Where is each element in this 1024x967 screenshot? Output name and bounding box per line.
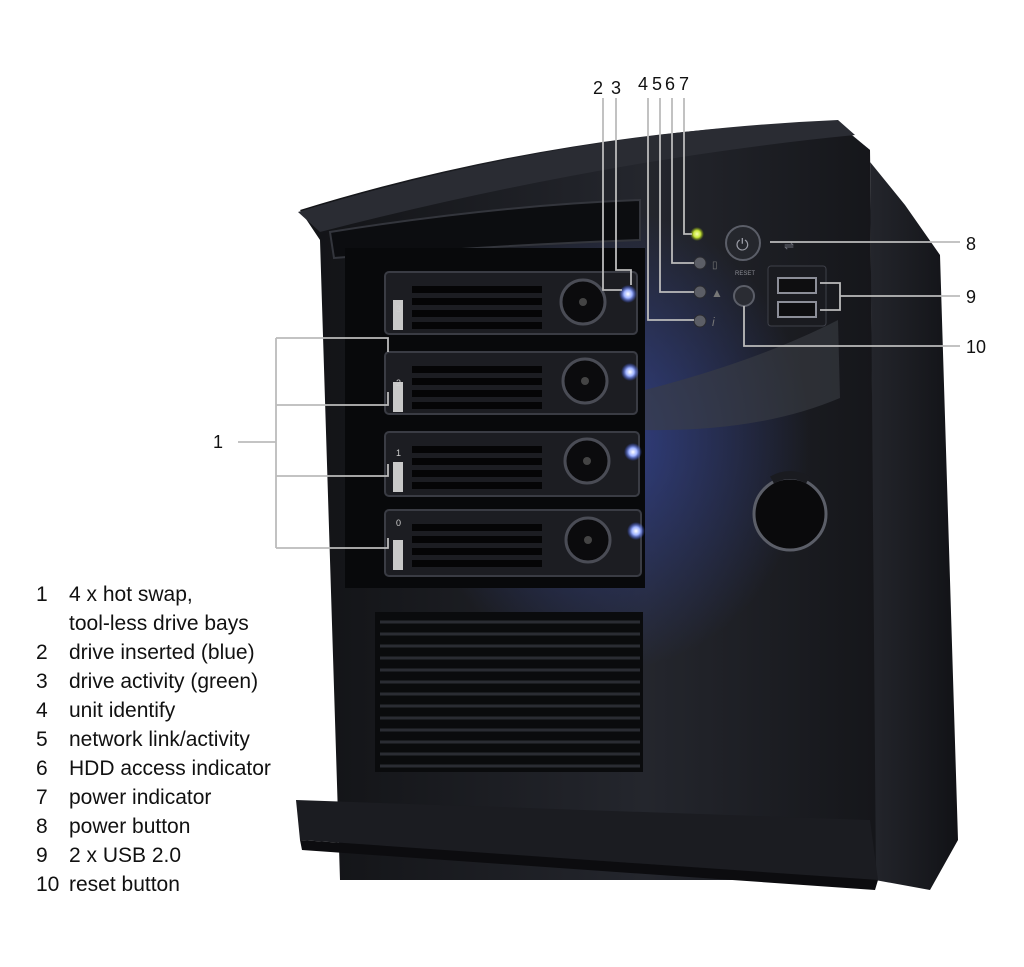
legend-text: unit identify <box>69 699 176 722</box>
legend-row: 2 drive inserted (blue) <box>36 641 336 670</box>
legend-text: drive activity (green) <box>69 670 259 693</box>
chassis-top-lip <box>298 120 855 232</box>
usb-port-2[interactable] <box>777 301 817 318</box>
usb-port-1[interactable] <box>777 277 817 294</box>
legend-row: 3 drive activity (green) <box>36 670 336 699</box>
callout-9: 9 <box>966 287 977 307</box>
legend-text: 4 x hot swap, <box>69 583 193 606</box>
callout-4: 4 <box>638 74 649 94</box>
legend-row: 8 power button <box>36 815 336 844</box>
front-swoosh <box>645 320 840 431</box>
lock-cutout <box>752 476 828 552</box>
legend-text: tool-less drive bays <box>69 612 249 635</box>
control-panel: ▯ ▲ i ⏻ ⇌ RESET <box>690 225 827 329</box>
callout-7: 7 <box>679 74 690 94</box>
legend-number: 2 <box>36 641 48 664</box>
legend-number: 1 <box>36 583 48 606</box>
grille-slats <box>380 620 640 768</box>
network-symbol: ▲ <box>711 286 723 300</box>
power-button[interactable] <box>725 225 761 261</box>
drive-tray-2 <box>384 351 639 415</box>
legend-row: 6 HDD access indicator <box>36 757 336 786</box>
drive-tray-1 <box>384 431 642 497</box>
legend-row: tool-less drive bays <box>36 612 336 641</box>
front-grille <box>375 612 643 772</box>
power-icon: ⏻ <box>736 237 749 254</box>
lock-notch <box>770 471 810 484</box>
legend-number: 8 <box>36 815 48 838</box>
drive-tray-0 <box>384 509 645 577</box>
legend-number: 3 <box>36 670 48 693</box>
chassis-side <box>840 125 958 890</box>
reset-label: RESET <box>735 271 755 277</box>
info-symbol: i <box>712 315 715 329</box>
bay-number-2: 2 <box>396 378 401 388</box>
unit-identify-indicator <box>693 314 707 328</box>
legend-number: 7 <box>36 786 48 809</box>
callout-10: 10 <box>966 337 987 357</box>
legend-row: 10 reset button <box>36 873 336 902</box>
network-indicator <box>693 285 707 299</box>
bay-number-3: 3 <box>396 304 401 314</box>
legend-text: power indicator <box>69 786 212 809</box>
legend-row: 4 unit identify <box>36 699 336 728</box>
bay-number-0: 0 <box>396 518 401 528</box>
chassis-base-foot <box>300 840 878 890</box>
legend-number: 5 <box>36 728 48 751</box>
legend-number: 9 <box>36 844 48 867</box>
legend-text: HDD access indicator <box>69 757 271 780</box>
legend-text: drive inserted (blue) <box>69 641 255 664</box>
callout-1: 1 <box>213 432 224 452</box>
legend-text: 2 x USB 2.0 <box>69 844 182 867</box>
legend-row: 1 4 x hot swap, <box>36 583 336 612</box>
power-indicator <box>690 227 704 241</box>
drive-tray-3 <box>384 271 638 335</box>
legend-number: 4 <box>36 699 48 722</box>
legend-text: power button <box>69 815 191 838</box>
callout-3: 3 <box>611 78 622 98</box>
usb-icon: ⇌ <box>784 239 794 253</box>
leader-lines <box>238 98 960 549</box>
hdd-symbol: ▯ <box>712 260 718 271</box>
reset-button[interactable] <box>733 285 755 307</box>
bay-number-1: 1 <box>396 448 401 458</box>
callout-5: 5 <box>652 74 663 94</box>
callout-6: 6 <box>665 74 676 94</box>
hdd-access-indicator <box>693 256 707 270</box>
legend: 1 4 x hot swap, tool-less drive bays 2 d… <box>36 583 336 902</box>
chassis-base <box>296 800 878 880</box>
legend-number: 10 <box>36 873 60 896</box>
legend-row: 7 power indicator <box>36 786 336 815</box>
legend-row: 9 2 x USB 2.0 <box>36 844 336 873</box>
callout-2: 2 <box>593 78 604 98</box>
legend-row: 5 network link/activity <box>36 728 336 757</box>
legend-number: 6 <box>36 757 48 780</box>
legend-text: reset button <box>69 873 180 896</box>
legend-text: network link/activity <box>69 728 250 751</box>
callout-8: 8 <box>966 234 977 254</box>
